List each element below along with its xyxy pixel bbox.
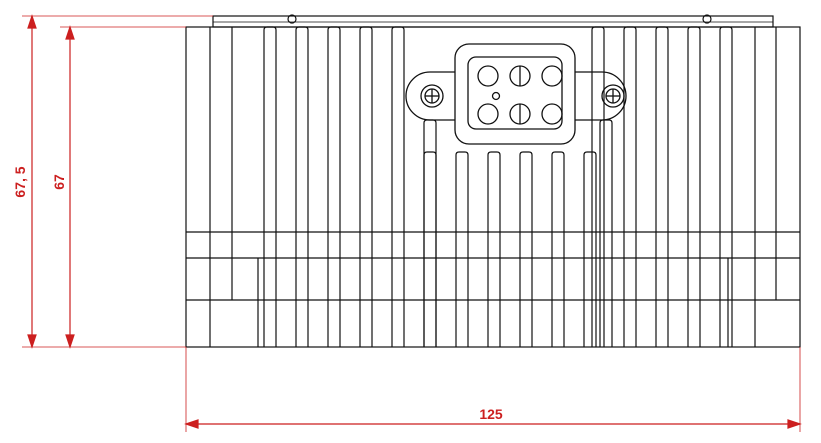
screw-right-icon [601,84,625,108]
top-screw-left [287,14,297,24]
main-body [185,26,801,348]
width-label: 125 [479,406,503,422]
fin [327,26,341,347]
fin [687,26,701,347]
screw-left-icon [420,84,444,108]
body-height-label: 67 [51,174,67,190]
fin [423,151,437,347]
dimension-lines [22,14,802,432]
fin [263,26,277,347]
fin [423,119,437,347]
fin [623,26,637,347]
pin [477,103,499,125]
pin [477,65,499,87]
fin [719,26,733,347]
top-screw-right [702,14,712,24]
fin [359,26,373,347]
fin [391,26,405,347]
overall-height-label: 67, 5 [12,166,28,197]
fin [591,26,605,347]
fin [599,119,613,347]
fin [583,151,597,347]
pin [491,91,501,101]
fin [519,151,533,347]
fin [551,151,565,347]
fin [455,151,469,347]
fin [487,151,501,347]
fin [295,26,309,347]
connector-flange [405,71,627,121]
fin [655,26,669,347]
top-plate [212,15,774,28]
connector-housing [454,43,576,145]
housing-outline [185,14,801,348]
pin [541,103,563,125]
pin [541,65,563,87]
connector [405,43,627,145]
